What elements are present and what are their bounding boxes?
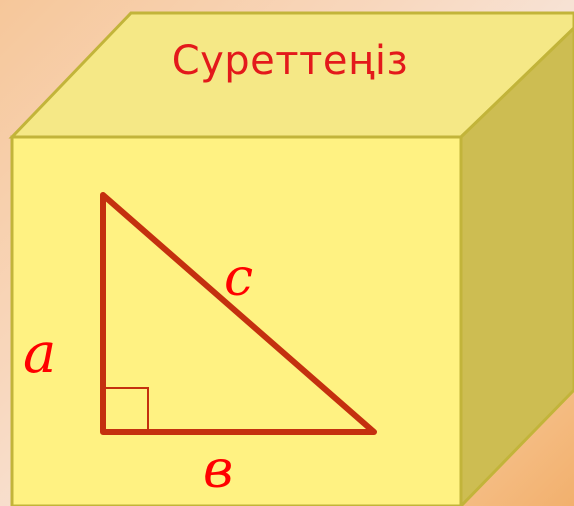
cube-front-face <box>10 135 463 506</box>
right-angle-marker <box>103 387 149 432</box>
side-label-a: a <box>23 321 57 386</box>
side-label-b: в <box>203 440 234 500</box>
right-triangle <box>100 192 377 435</box>
side-label-c: c <box>224 248 254 308</box>
slide-title: Суреттеңіз <box>171 38 409 84</box>
